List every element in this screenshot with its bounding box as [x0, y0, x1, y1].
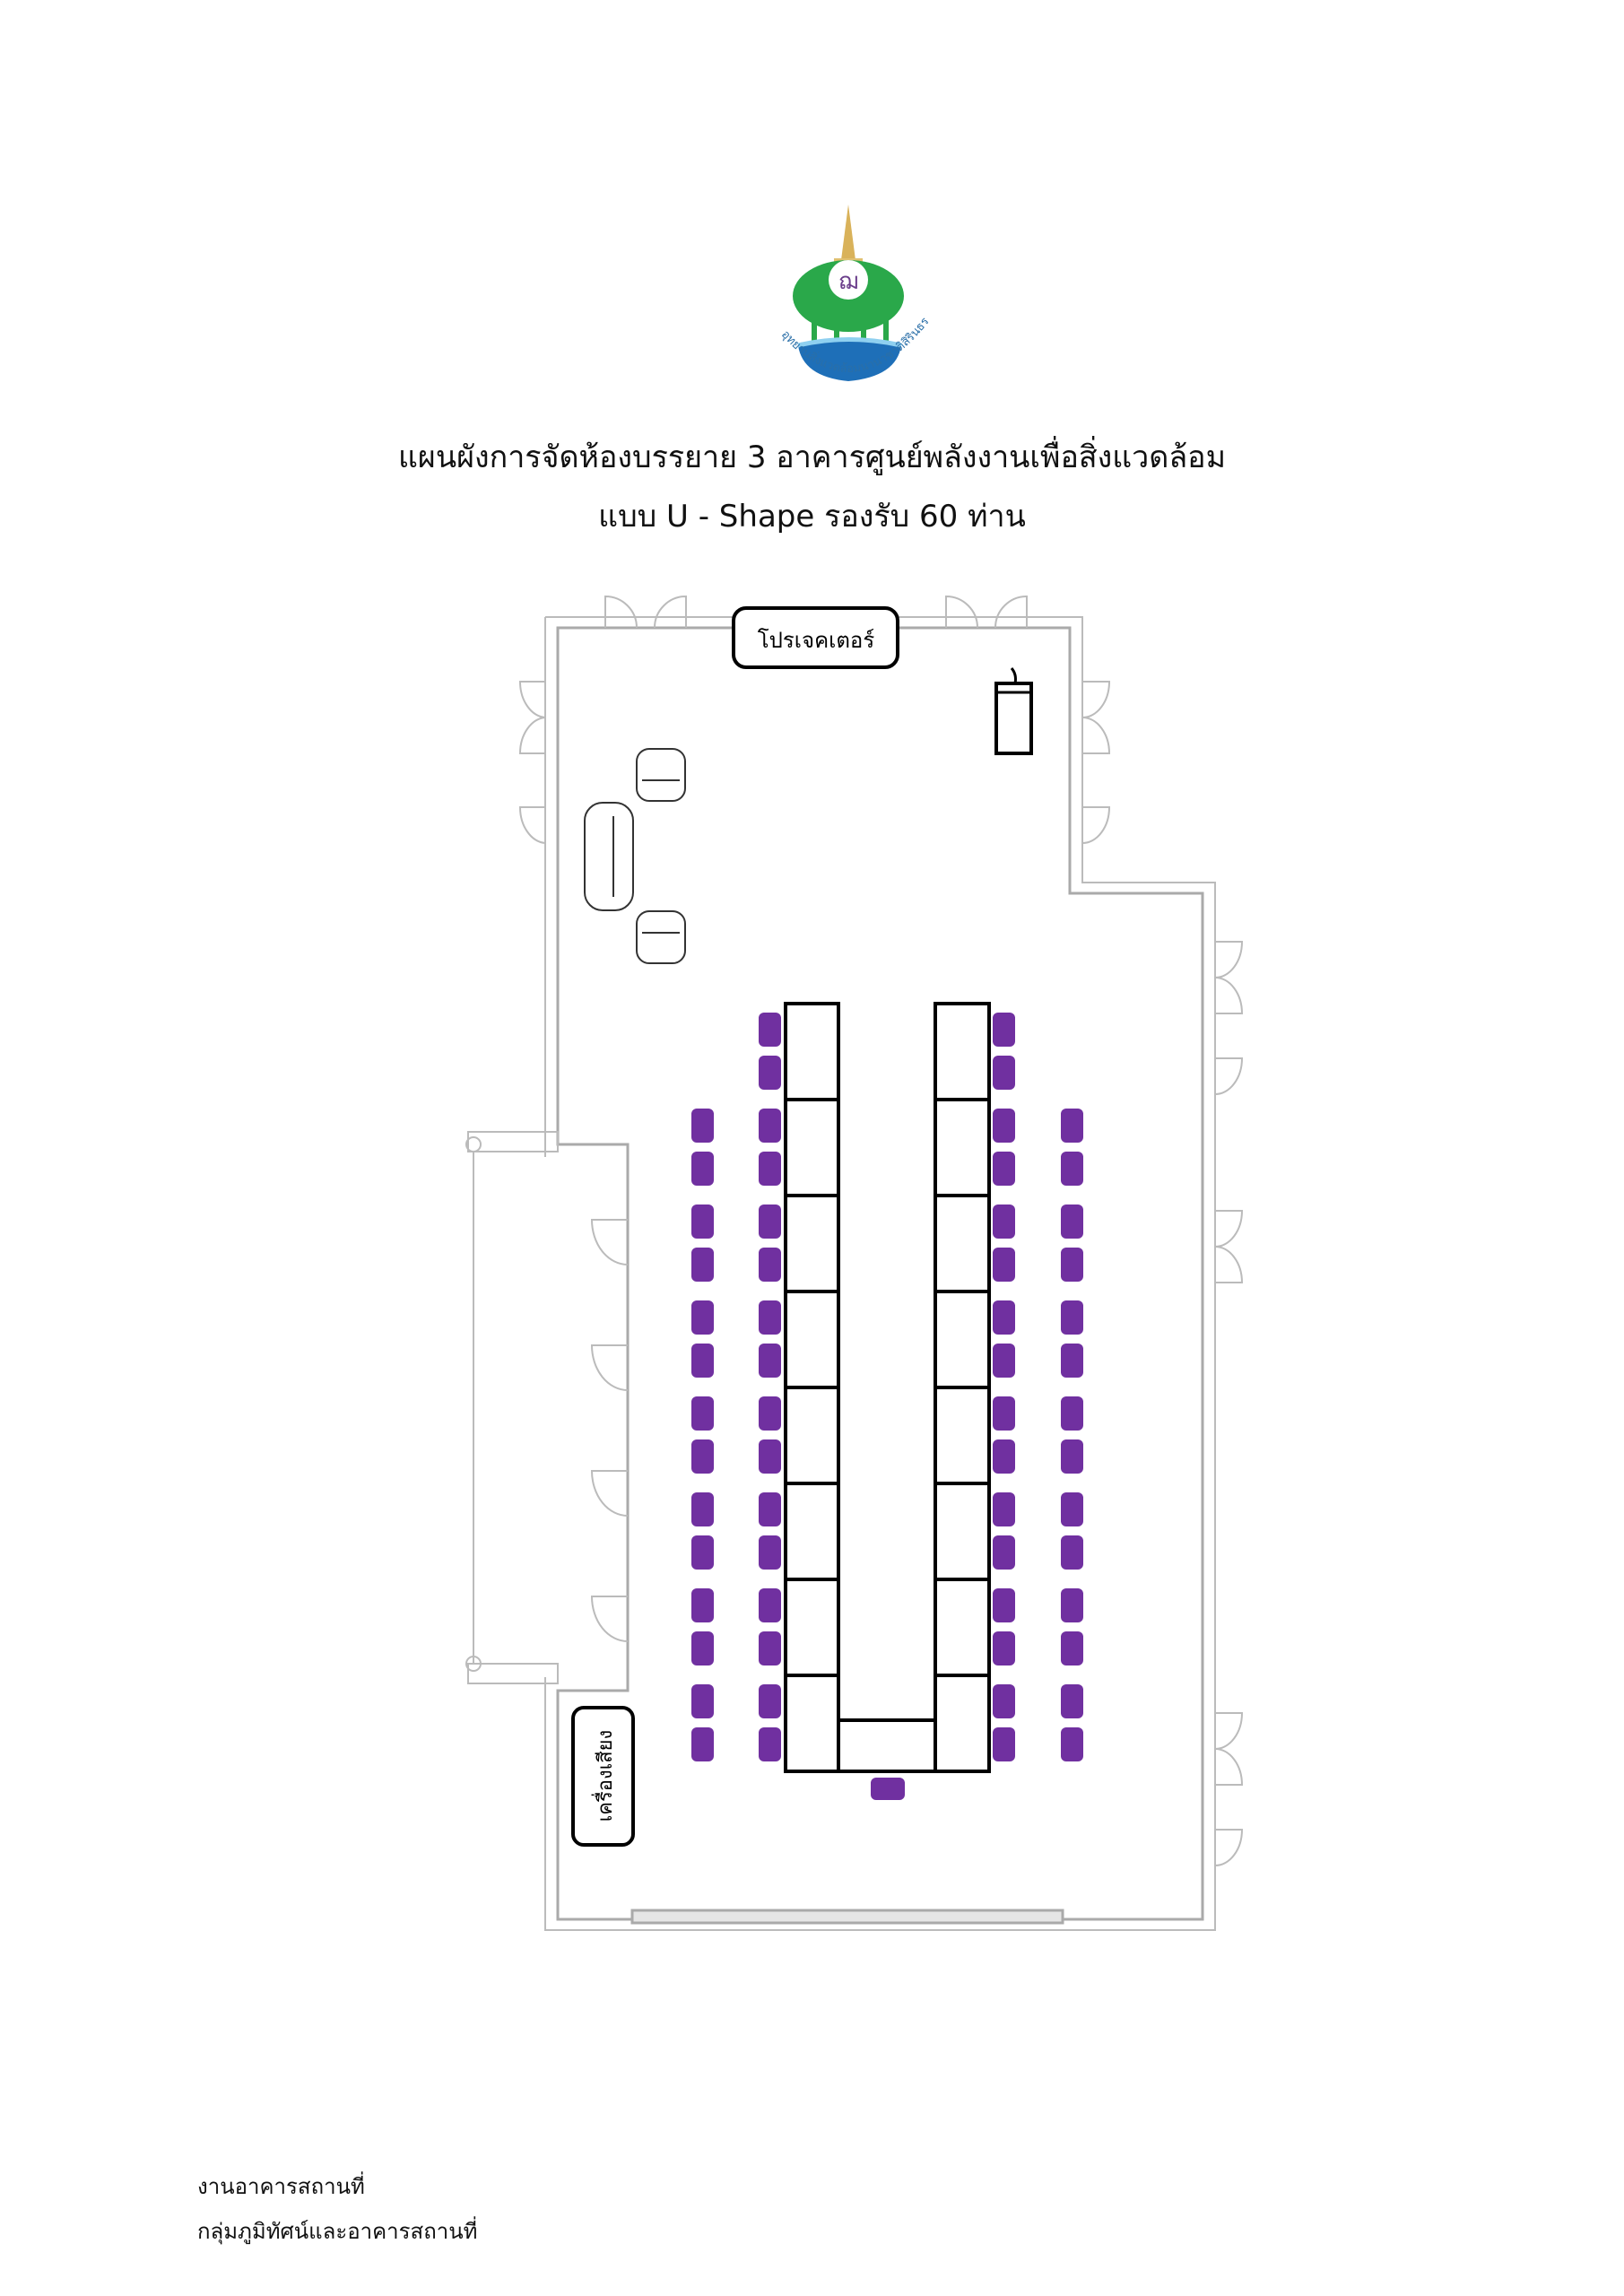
chair — [759, 1439, 781, 1474]
chair — [871, 1778, 905, 1800]
chair — [993, 1109, 1015, 1143]
sound-equipment-box: เครื่องเสียง — [571, 1706, 635, 1847]
chair — [691, 1396, 714, 1431]
sound-label: เครื่องเสียง — [591, 1730, 617, 1822]
chair — [1061, 1248, 1083, 1282]
chair — [759, 1013, 781, 1047]
chairs — [691, 1013, 1083, 1800]
logo-water — [797, 337, 902, 381]
chair — [759, 1535, 781, 1570]
chair — [993, 1344, 1015, 1378]
chair — [993, 1439, 1015, 1474]
table-left — [784, 1578, 840, 1677]
podium-icon — [994, 667, 1033, 755]
svg-text:ฌ: ฌ — [838, 268, 858, 295]
table-left — [784, 1386, 840, 1485]
chair — [1061, 1439, 1083, 1474]
chair — [993, 1684, 1015, 1718]
table-left — [784, 1194, 840, 1293]
table-right — [934, 1578, 991, 1677]
chair — [1061, 1727, 1083, 1761]
chair — [691, 1248, 714, 1282]
chair — [759, 1727, 781, 1761]
table-right — [934, 1482, 991, 1581]
logo-trees: ฌ — [793, 260, 904, 354]
chair — [759, 1588, 781, 1622]
footer-group: กลุ่มภูมิทัศน์และอาคารสถานที่ — [197, 2219, 478, 2244]
u-shape-tables — [784, 1002, 991, 1773]
chair — [1061, 1109, 1083, 1143]
chair — [993, 1013, 1015, 1047]
table-right — [934, 1386, 991, 1485]
chair — [759, 1056, 781, 1090]
doors — [518, 595, 1244, 1866]
chair — [759, 1152, 781, 1186]
table-left — [784, 1674, 840, 1773]
table-right — [934, 1002, 991, 1101]
chair — [759, 1344, 781, 1378]
chair — [993, 1056, 1015, 1090]
chair — [1061, 1300, 1083, 1335]
chair — [759, 1205, 781, 1239]
armchair-icon — [636, 748, 686, 802]
chair — [759, 1396, 781, 1431]
chair — [993, 1396, 1015, 1431]
logo: ฌ อุทยานสิ่งแวดล้อมนานาชาติสิรินธร — [778, 204, 932, 381]
table-right — [934, 1290, 991, 1389]
chair — [691, 1344, 714, 1378]
chair — [759, 1248, 781, 1282]
page-subtitle: แบบ U - Shape รองรับ 60 ท่าน — [598, 499, 1026, 535]
chair — [759, 1631, 781, 1665]
chair — [1061, 1344, 1083, 1378]
table-bottom — [837, 1718, 937, 1773]
chair — [691, 1727, 714, 1761]
chair — [993, 1492, 1015, 1526]
chair — [691, 1631, 714, 1665]
chair — [691, 1588, 714, 1622]
chair — [993, 1300, 1015, 1335]
page-title: แผนผังการจัดห้องบรรยาย 3 อาคารศูนย์พลังง… — [398, 439, 1226, 475]
armchair-icon — [636, 910, 686, 964]
chair — [691, 1492, 714, 1526]
chair — [993, 1631, 1015, 1665]
chair — [691, 1152, 714, 1186]
table-right — [934, 1674, 991, 1773]
chair — [1061, 1205, 1083, 1239]
chair — [759, 1109, 781, 1143]
table-right — [934, 1194, 991, 1293]
room-walls — [465, 616, 1216, 1931]
footer-department: งานอาคารสถานที่ — [197, 2174, 365, 2199]
chair — [993, 1727, 1015, 1761]
chair — [691, 1205, 714, 1239]
table-right — [934, 1098, 991, 1197]
chair — [691, 1535, 714, 1570]
chair — [759, 1684, 781, 1718]
projector-label: โปรเจคเตอร์ — [758, 628, 875, 653]
chair — [993, 1248, 1015, 1282]
chair — [1061, 1152, 1083, 1186]
sofa-icon — [584, 802, 634, 911]
chair — [1061, 1631, 1083, 1665]
table-left — [784, 1002, 840, 1101]
table-left — [784, 1290, 840, 1389]
projector-box: โปรเจคเตอร์ — [732, 606, 899, 669]
chair — [993, 1588, 1015, 1622]
table-left — [784, 1098, 840, 1197]
chair — [691, 1109, 714, 1143]
chair — [759, 1300, 781, 1335]
table-left — [784, 1482, 840, 1581]
chair — [1061, 1588, 1083, 1622]
chair — [993, 1535, 1015, 1570]
chair — [691, 1300, 714, 1335]
chair — [1061, 1492, 1083, 1526]
chair — [993, 1152, 1015, 1186]
chair — [691, 1684, 714, 1718]
chair — [691, 1439, 714, 1474]
chair — [1061, 1396, 1083, 1431]
chair — [993, 1205, 1015, 1239]
chair — [1061, 1684, 1083, 1718]
chair — [1061, 1535, 1083, 1570]
chair — [759, 1492, 781, 1526]
